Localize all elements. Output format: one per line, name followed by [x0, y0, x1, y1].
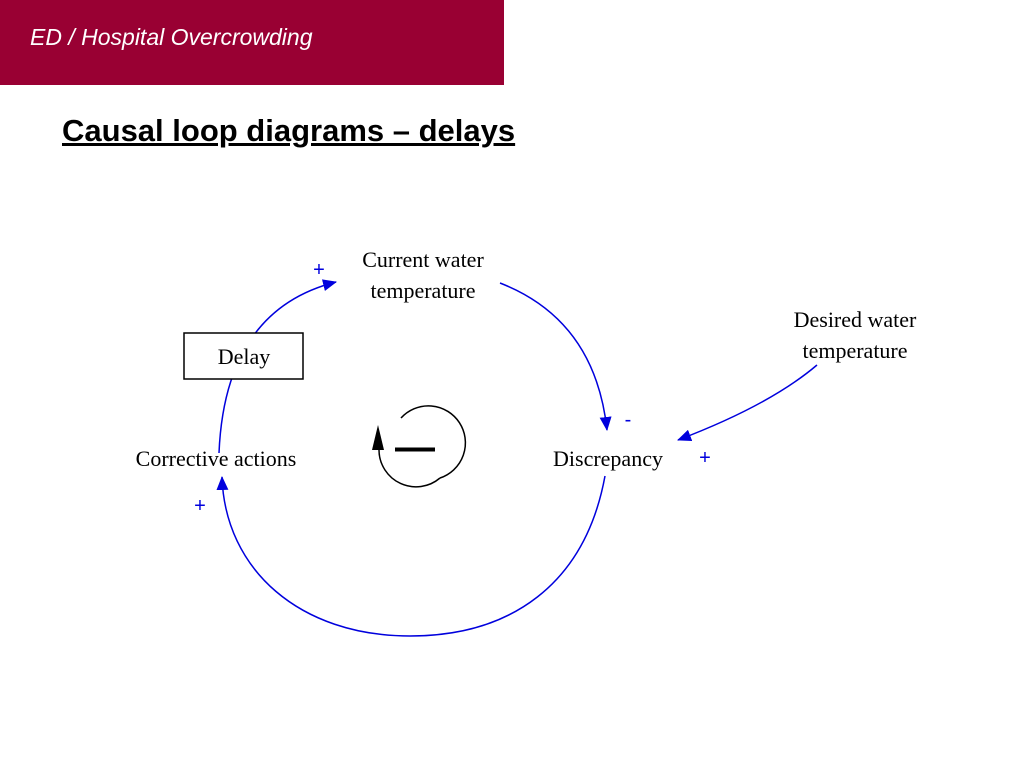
loop-arc	[400, 405, 467, 479]
banner-title: ED / Hospital Overcrowding	[30, 24, 313, 50]
delay-label: Delay	[218, 344, 271, 369]
polarity-current-to-discrepancy: -	[625, 409, 632, 431]
variable-desired-water-temperature-line1: Desired water	[794, 307, 917, 332]
polarity-corrective-to-current: +	[313, 259, 325, 281]
link-desired-to-discrepancy	[677, 364, 818, 441]
link-current-to-discrepancy	[499, 282, 612, 431]
loop-polarity-symbol: —	[395, 425, 435, 469]
link-discrepancy-to-corrective	[216, 475, 606, 637]
polarity-discrepancy-to-corrective: +	[194, 495, 206, 517]
slide-title: Causal loop diagrams – delays	[62, 113, 516, 148]
balancing-loop-icon: —	[372, 405, 467, 488]
variable-corrective-actions: Corrective actions	[136, 446, 297, 471]
variable-discrepancy: Discrepancy	[553, 446, 663, 471]
delay-marker: Delay	[183, 332, 304, 380]
variable-current-water-temperature-line1: Current water	[362, 247, 484, 272]
loop-arc-lower	[378, 449, 441, 488]
header-banner: ED / Hospital Overcrowding	[0, 0, 504, 85]
variable-current-water-temperature-line2: temperature	[370, 278, 475, 303]
polarity-desired-to-discrepancy: +	[699, 447, 711, 469]
variable-desired-water-temperature-line2: temperature	[802, 338, 907, 363]
loop-arrowhead	[372, 425, 384, 450]
